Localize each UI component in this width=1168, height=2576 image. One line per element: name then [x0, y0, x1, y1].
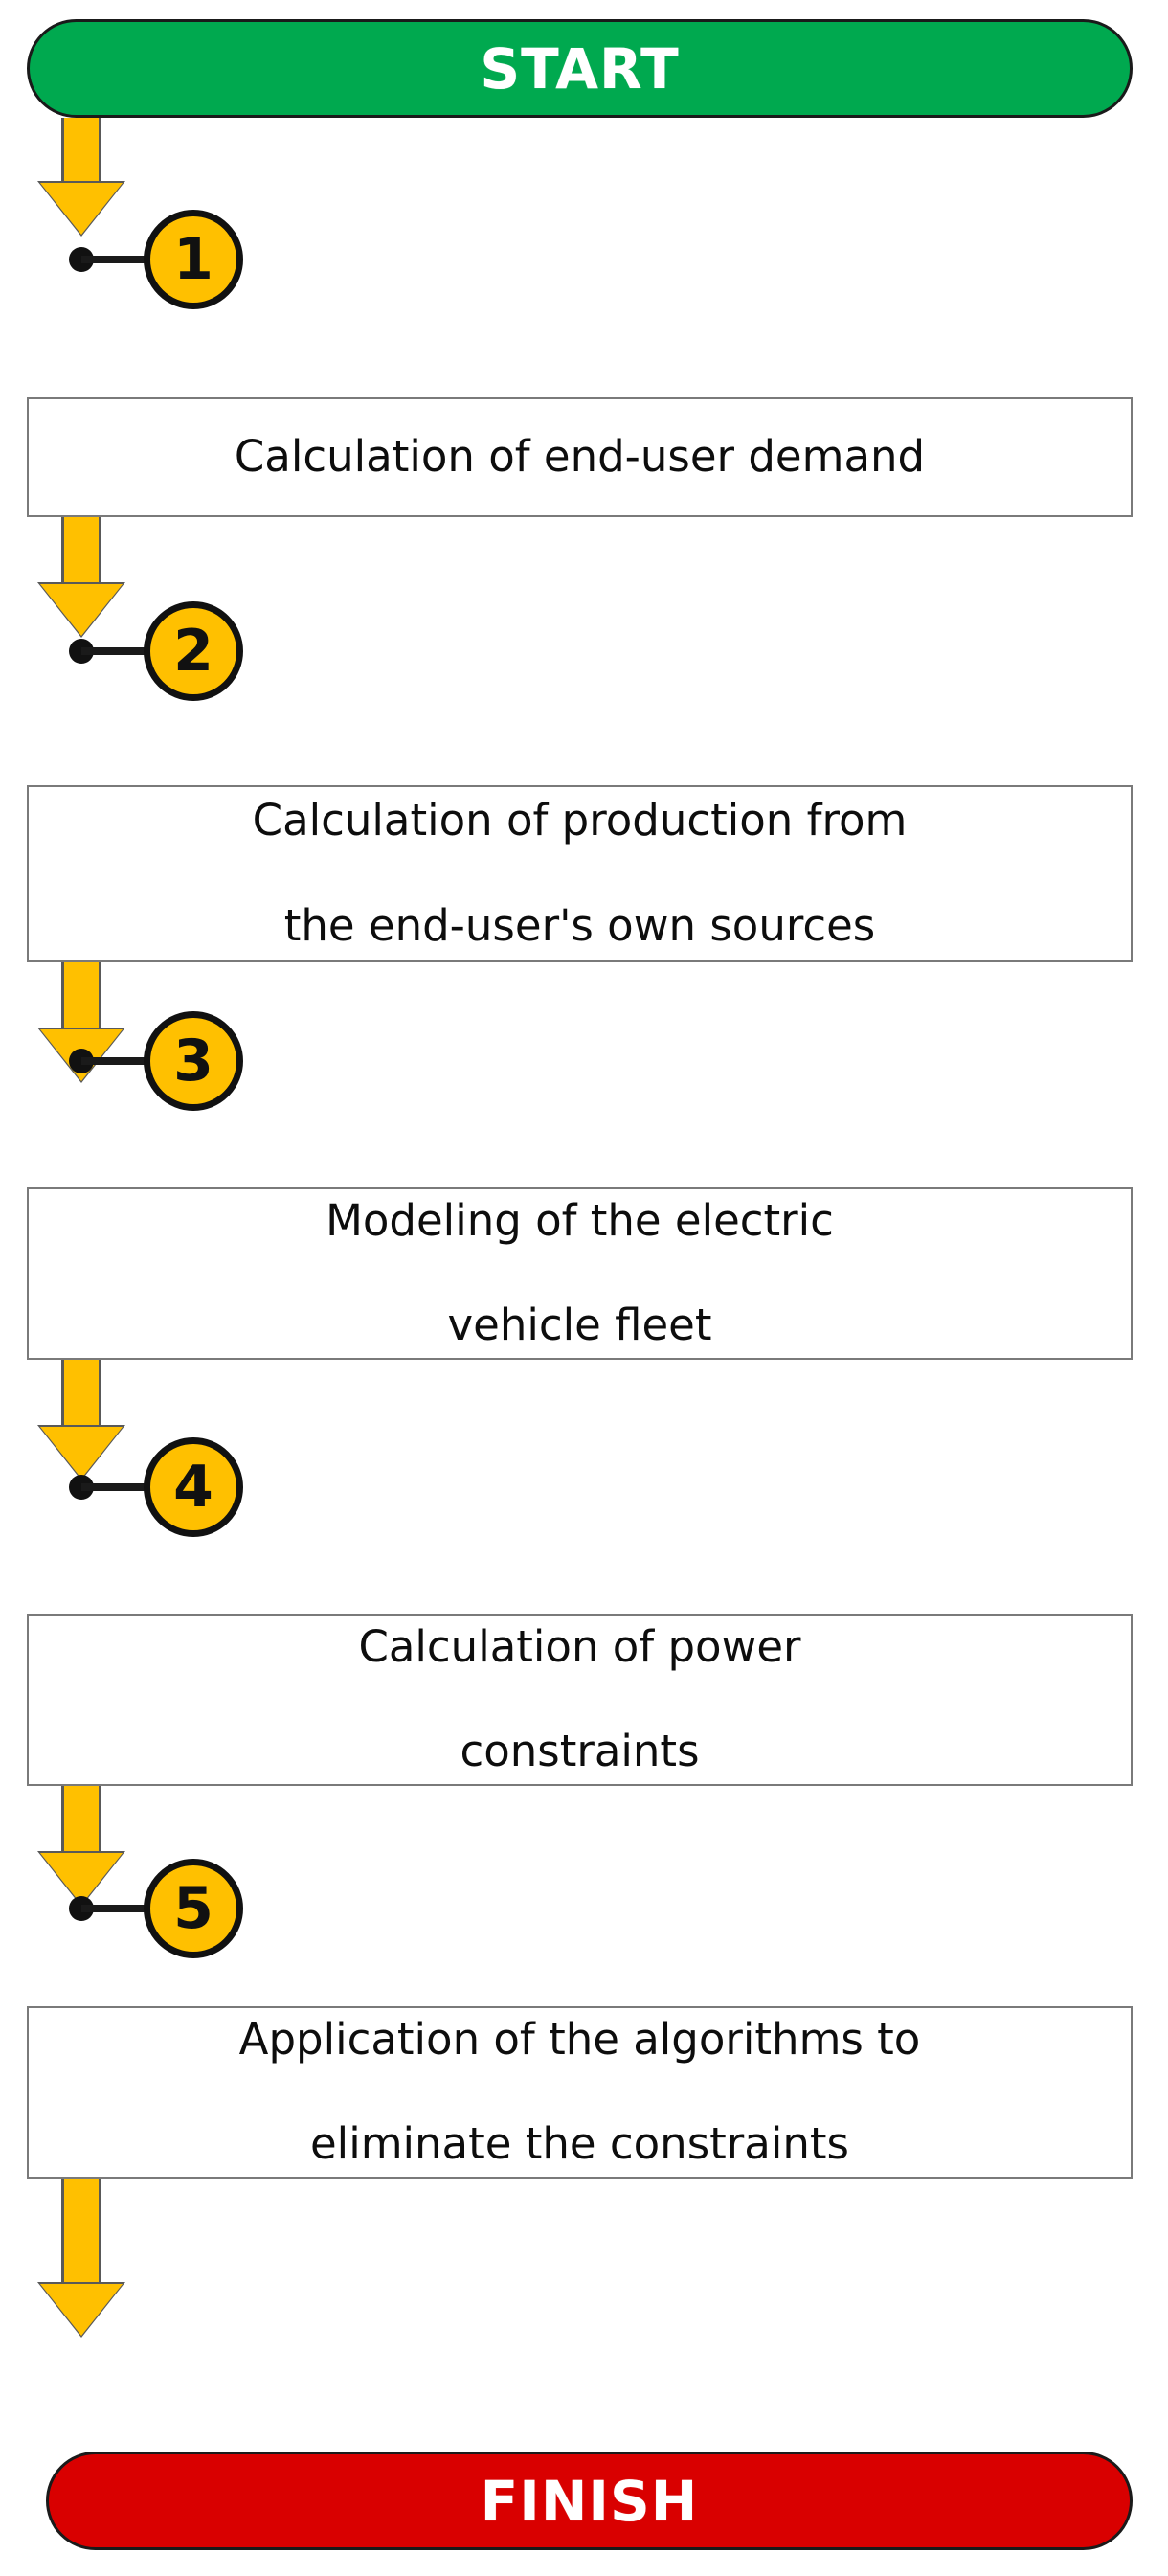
step-number-circle-4: 4: [144, 1437, 243, 1537]
process-box-5-line-1: Application of the algorithms to: [238, 2013, 921, 2065]
finish-label: FINISH: [480, 2468, 699, 2534]
connector-line-1: [81, 256, 177, 263]
step-number-circle-1: 1: [144, 210, 243, 309]
start-label: START: [480, 35, 680, 102]
step-number-2: 2: [173, 618, 213, 685]
step-number-circle-5: 5: [144, 1859, 243, 1958]
flow-arrow-2: [37, 517, 125, 638]
process-box-2-line-1: Calculation of production from: [252, 795, 908, 847]
arrow-shaft: [61, 962, 101, 1031]
flow-arrow-4: [37, 1360, 125, 1480]
start-terminator: START: [27, 19, 1133, 118]
arrow-shaft: [61, 1360, 101, 1429]
connector-line-5: [81, 1905, 177, 1912]
process-box-3-line-2: vehicle fleet: [447, 1299, 712, 1351]
step-number-4: 4: [173, 1454, 213, 1521]
flow-arrow-3: [37, 962, 125, 1083]
flow-arrow-5: [37, 1786, 125, 1907]
step-number-circle-2: 2: [144, 601, 243, 701]
process-box-2: Calculation of production from the end-u…: [27, 785, 1133, 962]
process-box-3-text: Modeling of the electric vehicle fleet: [42, 1195, 1117, 1353]
process-box-4-line-2: constraints: [460, 1726, 700, 1777]
process-box-2-line-2: the end-user's own sources: [283, 899, 876, 951]
process-box-2-text: Calculation of production from the end-u…: [42, 795, 1117, 953]
connector-line-4: [81, 1483, 177, 1491]
process-box-5-line-2: eliminate the constraints: [310, 2118, 849, 2170]
arrow-shaft: [61, 118, 101, 185]
step-number-5: 5: [173, 1875, 213, 1942]
connector-line-3: [81, 1057, 177, 1065]
flow-arrow-1: [37, 118, 125, 237]
process-box-5: Application of the algorithms to elimina…: [27, 2006, 1133, 2179]
arrow-head: [40, 183, 123, 235]
process-box-3: Modeling of the electric vehicle fleet: [27, 1187, 1133, 1360]
arrow-head: [40, 2284, 123, 2336]
process-box-4-text: Calculation of power constraints: [42, 1621, 1117, 1779]
finish-terminator: FINISH: [46, 2452, 1133, 2550]
process-box-3-line-1: Modeling of the electric: [326, 1194, 834, 1246]
arrow-shaft: [61, 1786, 101, 1855]
process-box-1-text: Calculation of end-user demand: [234, 431, 926, 483]
arrow-head: [40, 1427, 123, 1479]
process-box-4-line-1: Calculation of power: [358, 1620, 801, 1672]
arrow-shaft: [61, 2179, 101, 2286]
process-box-4: Calculation of power constraints: [27, 1614, 1133, 1786]
step-number-circle-3: 3: [144, 1011, 243, 1111]
process-box-5-text: Application of the algorithms to elimina…: [42, 2014, 1117, 2172]
step-number-3: 3: [173, 1028, 213, 1095]
arrow-shaft: [61, 517, 101, 586]
step-number-1: 1: [173, 226, 213, 293]
connector-line-2: [81, 647, 177, 655]
arrow-head: [40, 584, 123, 636]
process-box-1: Calculation of end-user demand: [27, 397, 1133, 517]
flow-arrow-6: [37, 2179, 125, 2338]
